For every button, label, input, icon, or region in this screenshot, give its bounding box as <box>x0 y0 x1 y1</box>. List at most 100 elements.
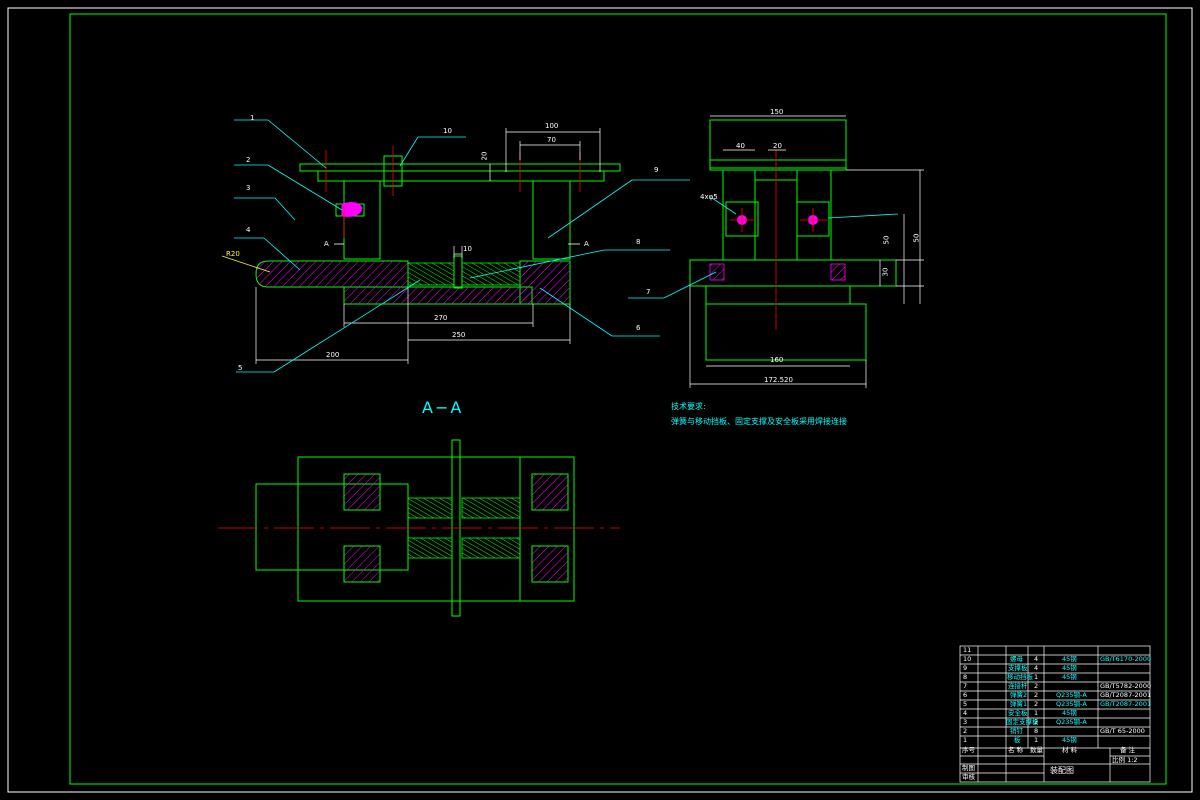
side-centerlines <box>730 150 828 330</box>
tb-qty-9: 4 <box>1034 664 1039 672</box>
tb-name-4: 安全板 <box>1008 709 1028 717</box>
tb-no-4: 4 <box>963 709 968 717</box>
dim-hole: 4xφ5 <box>700 193 718 201</box>
tb-checked: 审核 <box>962 773 975 781</box>
tb-name-2: 销钉 <box>1010 727 1023 735</box>
dim-20-side: 20 <box>773 142 782 150</box>
callout-1: 1 <box>250 114 255 122</box>
spring-front-1 <box>407 262 455 286</box>
tb-scale: 比例 1:2 <box>1112 756 1138 764</box>
title-block-grid <box>959 645 1151 783</box>
tb-header-std: 备 注 <box>1120 746 1136 754</box>
handle-front <box>341 202 363 217</box>
dim-50b: 50 <box>882 235 891 245</box>
base-hatch <box>344 287 532 304</box>
tb-header-qty: 数量 <box>1030 746 1043 754</box>
side-leaders <box>628 197 899 299</box>
dim-250: 250 <box>452 331 466 339</box>
dim-50a: 50 <box>912 233 921 243</box>
tb-qty-7: 2 <box>1034 682 1039 690</box>
front-leaders <box>234 119 690 373</box>
tb-mat-6: Q235钢-A <box>1056 691 1087 699</box>
tb-name-10: 螺母 <box>1010 655 1023 663</box>
callout-5: 5 <box>238 364 243 372</box>
moving-plate-front <box>453 255 463 289</box>
callout-7: 7 <box>646 288 651 296</box>
callout-6: 6 <box>636 324 641 332</box>
tb-no-10: 10 <box>963 655 972 663</box>
tb-name-8: 移动挡板 <box>1007 673 1033 681</box>
front-centerlines <box>325 146 581 238</box>
tb-mat-9: 45钢 <box>1062 664 1077 672</box>
inner-border <box>69 13 1167 785</box>
tb-mat-5: Q235钢-A <box>1056 700 1087 708</box>
callout-2: 2 <box>246 156 251 164</box>
tb-mat-4: 45钢 <box>1062 709 1077 717</box>
tb-drawn: 制图 <box>962 764 975 772</box>
dim-40: 40 <box>736 142 745 150</box>
dim-r20: R20 <box>226 250 240 258</box>
tb-no-5: 5 <box>963 700 968 708</box>
tb-header-name: 名 称 <box>1008 746 1024 754</box>
tb-qty-8: 1 <box>1034 673 1039 681</box>
section-block-tr <box>531 473 569 511</box>
section-spring-1 <box>407 497 453 519</box>
dim-30: 30 <box>881 267 890 277</box>
tb-no-7: 7 <box>963 682 968 690</box>
dim-20-top: 20 <box>480 151 489 161</box>
tb-no-9: 9 <box>963 664 968 672</box>
dim-270: 270 <box>434 314 448 322</box>
r20-leader <box>221 255 271 273</box>
callout-8: 8 <box>636 238 641 246</box>
tb-qty-2: 8 <box>1034 727 1039 735</box>
tb-std-7: GB/T5782-2000 <box>1100 682 1152 690</box>
tb-mat-1: 45钢 <box>1062 736 1077 744</box>
right-block-hatch <box>520 261 570 304</box>
callout-10: 10 <box>443 127 452 135</box>
tb-no-3: 3 <box>963 718 968 726</box>
tb-qty-6: 2 <box>1034 691 1039 699</box>
dim-200: 200 <box>326 351 340 359</box>
tb-mat-8: 45钢 <box>1062 673 1077 681</box>
side-dimensions <box>689 115 924 388</box>
tb-name-1: 板 <box>1014 736 1021 744</box>
section-block-bl <box>343 545 381 583</box>
dim-70-top: 70 <box>547 136 556 144</box>
outer-border <box>7 7 1193 793</box>
dim-150: 150 <box>770 108 784 116</box>
dim-172: 172.520 <box>764 376 793 384</box>
tb-std-5: GB/T2087-2001 <box>1100 700 1152 708</box>
notes-title: 技术要求: <box>671 402 706 411</box>
safety-plate-hatch <box>256 261 408 287</box>
tb-no-6: 6 <box>963 691 968 699</box>
section-spring-3 <box>407 537 453 559</box>
section-block-tl <box>343 473 381 511</box>
section-block-br <box>531 545 569 583</box>
tb-mat-10: 45钢 <box>1062 655 1077 663</box>
dim-160: 160 <box>770 356 784 364</box>
tb-qty-1: 1 <box>1034 736 1039 744</box>
tb-name-6: 弹簧2 <box>1010 691 1028 699</box>
tb-no-2: 2 <box>963 727 968 735</box>
tb-name-9: 支撑板 <box>1008 664 1028 672</box>
tb-name-7: 连接杆 <box>1008 682 1028 690</box>
tb-qty-5: 2 <box>1034 700 1039 708</box>
tb-title: 装配图 <box>1050 766 1074 775</box>
section-mark-left: A <box>324 240 329 248</box>
section-spring-4 <box>461 537 521 559</box>
tb-std-2: GB/T 65-2000 <box>1100 727 1145 735</box>
callout-9: 9 <box>654 166 659 174</box>
callout-4: 4 <box>246 226 251 234</box>
tb-std-10: GB/T6170-2000 <box>1100 655 1152 663</box>
section-title: A−A <box>422 398 464 417</box>
tb-qty-4: 1 <box>1034 709 1039 717</box>
tb-mat-3: Q235钢-A <box>1056 718 1087 726</box>
side-hatch-left <box>709 263 725 281</box>
tb-header-no: 序号 <box>962 746 975 754</box>
tb-no-11: 11 <box>963 646 972 654</box>
side-hatch-right <box>830 263 846 281</box>
section-mark-right: A <box>584 240 589 248</box>
tb-no-1: 1 <box>963 736 968 744</box>
tb-no-8: 8 <box>963 673 968 681</box>
